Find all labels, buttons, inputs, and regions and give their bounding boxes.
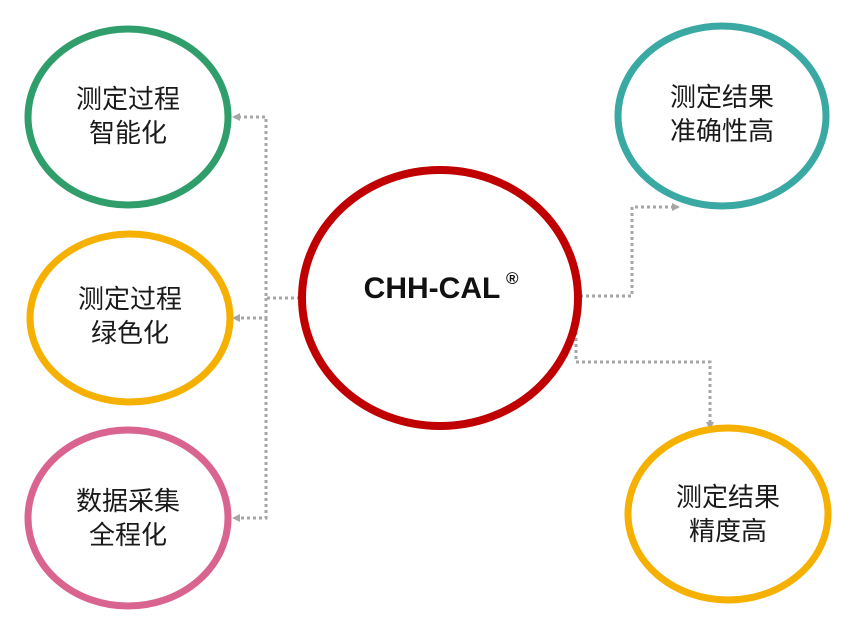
connector-to-precision (574, 296, 714, 430)
node-center-ring (298, 166, 582, 430)
node-accuracy-line2: 准确性高 (670, 117, 774, 147)
node-precision-ring (624, 424, 832, 604)
node-green: 测定过程 绿色化 (26, 230, 234, 406)
node-full-process: 数据采集 全程化 (24, 426, 232, 610)
left-connectors (232, 113, 300, 522)
node-intelligent-line1: 测定过程 (76, 85, 180, 115)
node-green-line1: 测定过程 (78, 285, 182, 315)
node-precision-line2: 精度高 (689, 517, 767, 547)
node-accuracy-ring (614, 22, 830, 210)
node-full-process-line1: 数据采集 (76, 487, 180, 517)
node-intelligent: 测定过程 智能化 (24, 25, 232, 209)
connector-to-green (232, 298, 268, 322)
node-precision: 测定结果 精度高 (624, 424, 832, 604)
connector-to-full-process (232, 318, 268, 522)
node-accuracy: 测定结果 准确性高 (614, 22, 830, 210)
node-center: CHH-CAL ® (298, 166, 582, 430)
center-registered-mark: ® (506, 269, 519, 288)
node-intelligent-line2: 智能化 (89, 119, 167, 149)
node-full-process-ring (24, 426, 232, 610)
center-label: CHH-CAL (364, 272, 501, 305)
node-full-process-line2: 全程化 (89, 521, 167, 551)
node-green-line2: 绿色化 (91, 319, 169, 349)
node-green-ring (26, 230, 234, 406)
node-intelligent-ring (24, 25, 232, 209)
node-precision-line1: 测定结果 (676, 483, 780, 513)
connector-to-accuracy (580, 203, 680, 298)
right-connectors (574, 203, 714, 430)
connector-to-intelligent (232, 113, 300, 300)
node-accuracy-line1: 测定结果 (670, 83, 774, 113)
